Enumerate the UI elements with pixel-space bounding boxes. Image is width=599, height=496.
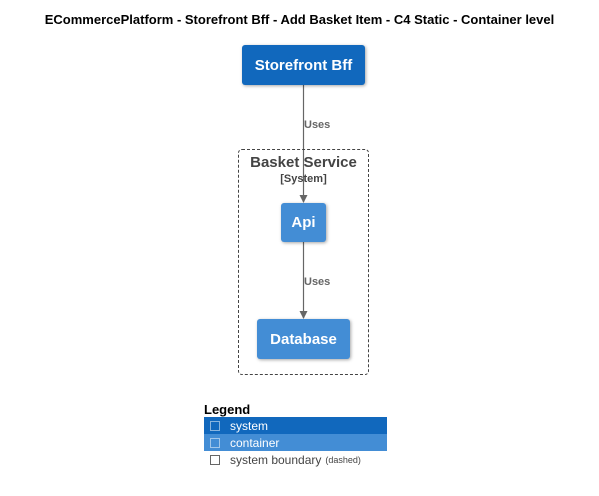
legend-item-system-boundary: system boundary (dashed) [204,451,387,468]
api-box[interactable]: Api [281,203,326,242]
storefront-bff-label: Storefront Bff [254,56,353,74]
database-box[interactable]: Database [257,319,350,359]
legend-item-label: system boundary [230,452,322,467]
legend-item-label: system [230,418,269,433]
legend-swatch-icon [210,454,220,465]
storefront-bff-box[interactable]: Storefront Bff [242,45,365,85]
legend-item-note: (dashed) [325,454,361,465]
api-label: Api [291,214,316,231]
diagram-title: ECommercePlatform - Storefront Bff - Add… [44,12,555,27]
legend-swatch-icon [210,420,220,431]
legend: Legend system container system boundary … [204,402,387,468]
legend-item-label: container [230,435,280,450]
relation-label: Uses [304,276,331,288]
legend-title: Legend [204,402,251,417]
legend-item-container: container [204,434,387,451]
relation-label: Uses [304,119,331,131]
database-label: Database [270,330,337,348]
boundary-name: Basket Service [250,154,357,171]
legend-item-system: system [204,417,387,434]
boundary-type: [System] [280,173,327,185]
basket-service-boundary[interactable]: Basket Service [System] [238,149,369,375]
legend-swatch-icon [210,437,220,448]
